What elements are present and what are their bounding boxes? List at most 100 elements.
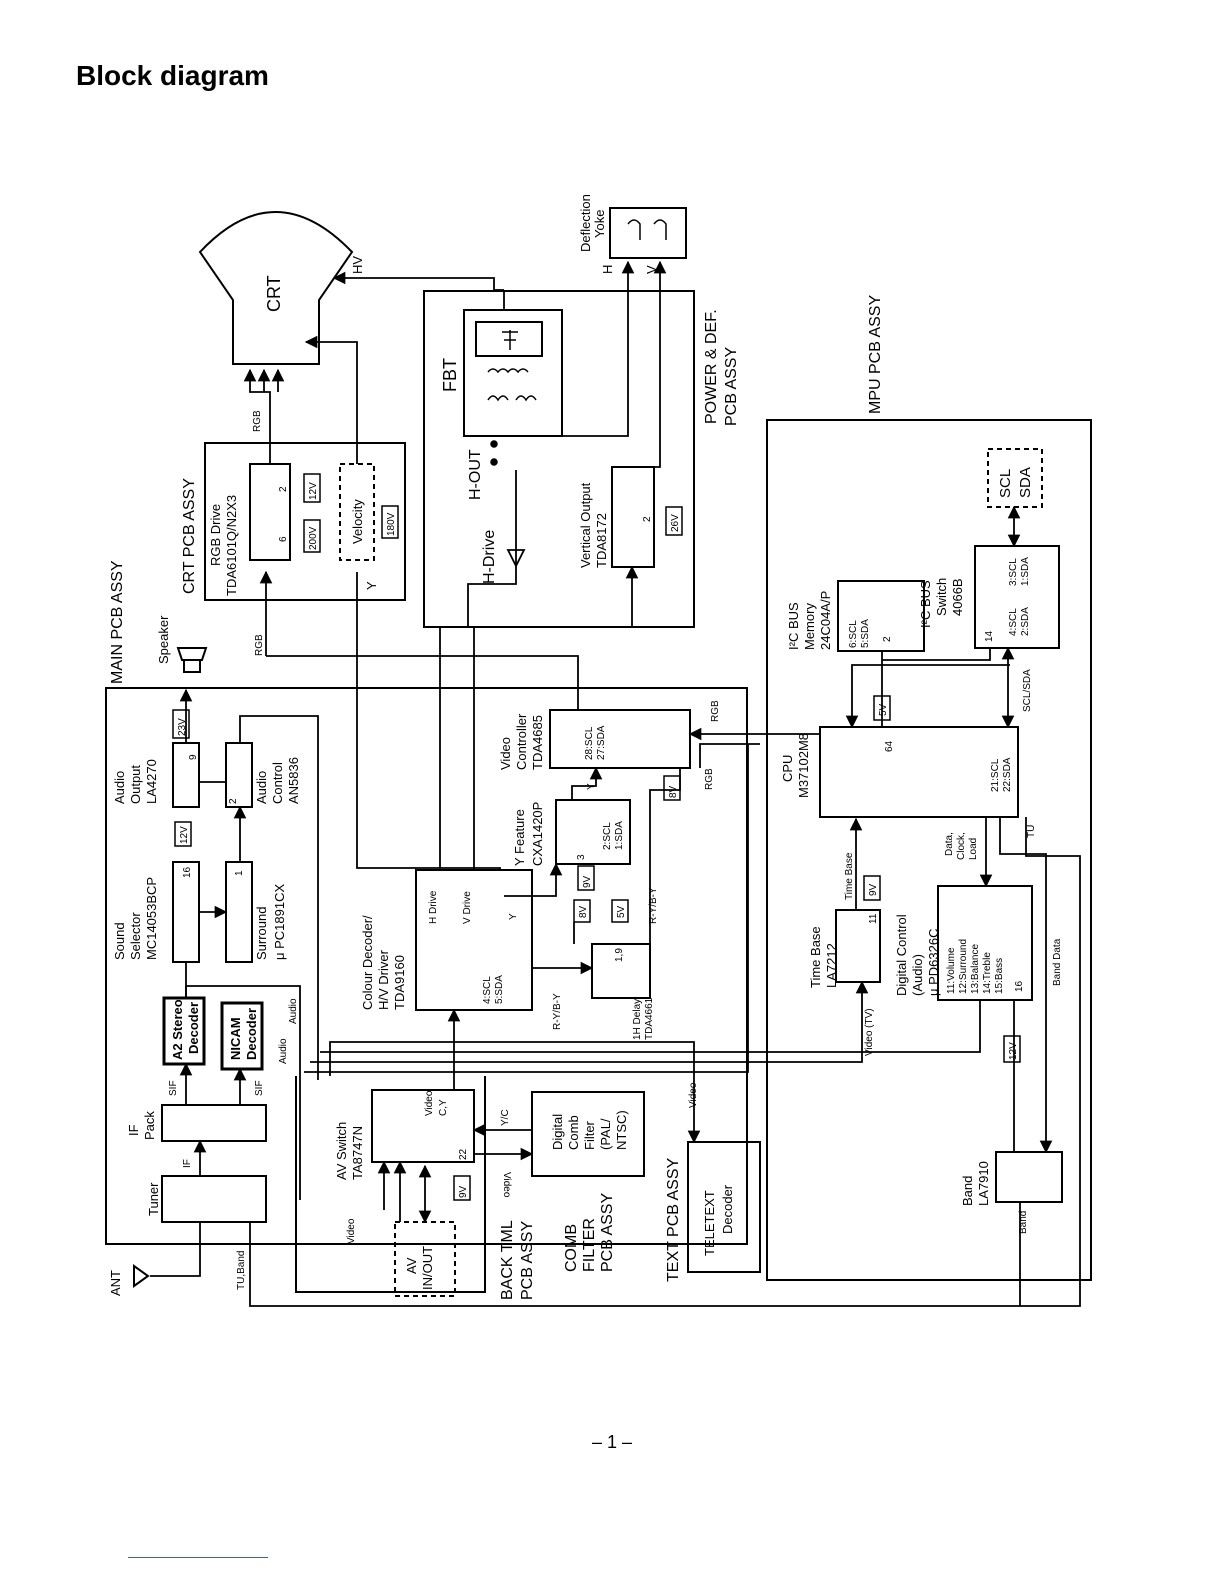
sound-selector-label-2: Selector bbox=[128, 912, 143, 960]
video-back-label: Video bbox=[346, 1218, 357, 1244]
colour-label-3: TDA9160 bbox=[392, 955, 407, 1010]
v12-crt-box bbox=[303, 473, 321, 503]
page-title: Block diagram bbox=[76, 60, 269, 91]
dig-pin-5: 15:Bass bbox=[994, 958, 1005, 994]
data-clock-label-1: Data, bbox=[944, 832, 955, 856]
v8a-box bbox=[573, 899, 591, 923]
hv-label: HV bbox=[350, 256, 365, 274]
y-label: Y bbox=[364, 581, 379, 590]
label-back-pcb-1: BACK TML bbox=[499, 1220, 516, 1300]
label-comb-pcb-2: FILTER bbox=[581, 1218, 598, 1272]
video-tt-label: Video bbox=[688, 1082, 699, 1108]
v26-box bbox=[665, 506, 683, 536]
video-ctrl-label-1: Video bbox=[498, 737, 513, 770]
rgb-pin-b: 6 bbox=[278, 536, 289, 542]
cpu-pin-1: 21:SCL bbox=[990, 758, 1001, 792]
fbt-diode-box bbox=[475, 321, 543, 357]
comb-label-1: Digital bbox=[550, 1114, 565, 1150]
mem-pin-2: 5:SDA bbox=[860, 619, 871, 648]
label-power-pcb-2: PCB ASSY bbox=[723, 347, 740, 426]
ant-label: ANT bbox=[108, 1270, 123, 1296]
digital-label-1: Digital Control bbox=[894, 914, 909, 996]
dig-pin-4: 14:Treble bbox=[982, 952, 993, 994]
if-pack-label-1: IF bbox=[126, 1124, 141, 1136]
vertical-label-2: TDA8172 bbox=[594, 513, 609, 568]
data-clock-label-2: Clock, bbox=[956, 832, 967, 860]
comb-label-5: NTSC) bbox=[614, 1110, 629, 1150]
video-ctrl-label-3: TDA4685 bbox=[530, 715, 545, 770]
if-label: IF bbox=[182, 1159, 193, 1168]
v5a-box bbox=[611, 899, 629, 923]
band-label-2: LA7910 bbox=[976, 1161, 991, 1206]
memory-label-1: I²C BUS bbox=[786, 602, 801, 650]
deflection-label-1: Deflection bbox=[578, 194, 593, 252]
rgb-pin-a: 2 bbox=[278, 486, 289, 492]
v200-box bbox=[303, 519, 321, 553]
if-pack-block bbox=[161, 1104, 267, 1142]
h-drive-sig: H Drive bbox=[428, 890, 439, 924]
surround-label-1: Surround bbox=[254, 907, 269, 960]
digital-label-3: μ PD6326C bbox=[926, 929, 941, 996]
av-inout-label-1: AV bbox=[404, 1257, 419, 1274]
page-number: – 1 – bbox=[591, 1432, 633, 1452]
teletext-label-1: TELETEXT bbox=[702, 1190, 717, 1256]
video-comb-label: Video bbox=[501, 1172, 512, 1198]
v9-yf-box bbox=[577, 865, 595, 891]
fbt-box bbox=[463, 309, 563, 437]
sif-label-1: SIF bbox=[168, 1080, 179, 1096]
a2-label-1: A2 Stereo bbox=[170, 999, 185, 1060]
surround-label-2: μ PC1891CX bbox=[272, 884, 287, 960]
v-drive-sig: V Drive bbox=[462, 891, 473, 924]
deflection-yoke-box bbox=[609, 207, 687, 259]
video-controller-block bbox=[549, 709, 691, 769]
scl-ext-label: SCL bbox=[997, 469, 1014, 498]
ss-pin: 16 bbox=[182, 866, 193, 878]
label-crt-pcb: CRT PCB ASSY bbox=[181, 478, 198, 594]
v9-av-box bbox=[453, 1175, 471, 1201]
memory-label-2: Memory bbox=[802, 603, 817, 650]
vc-rgb-label: RGB bbox=[710, 700, 721, 722]
v12-dig-label: 12V bbox=[1008, 1042, 1019, 1060]
v200-label: 200V bbox=[308, 526, 319, 550]
audio-output-label-2: Output bbox=[128, 765, 143, 804]
v9-av-label: 9V bbox=[458, 1185, 469, 1198]
cpu-pin-2: 22:SDA bbox=[1002, 757, 1013, 792]
v8-vc-label: 8V bbox=[668, 785, 679, 798]
ryby-label-1: R-Y/B-Y bbox=[552, 993, 563, 1030]
rgb-out-label: RGB bbox=[252, 410, 263, 432]
av-inout-label-2: IN/OUT bbox=[420, 1246, 435, 1290]
yoke-h-label: H bbox=[600, 265, 615, 274]
label-comb-pcb-1: COMB bbox=[563, 1224, 580, 1272]
velocity-label: Velocity bbox=[350, 499, 365, 544]
crt-tube bbox=[198, 211, 354, 365]
teletext-label-2: Decoder bbox=[720, 1184, 735, 1234]
mem-pin-1: 6:SCL bbox=[848, 620, 859, 648]
label-comb-pcb-3: PCB ASSY bbox=[599, 1193, 616, 1272]
audio-output-label-1: Audio bbox=[112, 771, 127, 804]
switch-label-3: 4066B bbox=[950, 578, 965, 616]
switch-label-1: I²C BUS bbox=[918, 580, 933, 628]
ao-pin: 9 bbox=[188, 754, 199, 760]
colour-label-1: Colour Decoder/ bbox=[360, 915, 375, 1010]
v5a-label: 5V bbox=[616, 905, 627, 918]
label-mpu-pcb: MPU PCB ASSY bbox=[867, 295, 884, 414]
speaker-icon bbox=[176, 647, 208, 673]
label-main-pcb: MAIN PCB ASSY bbox=[109, 560, 126, 684]
rgb-drive-label-1: RGB Drive bbox=[208, 504, 223, 566]
sur-pin: 1 bbox=[234, 870, 245, 876]
yoke-v-label: V bbox=[644, 265, 659, 274]
hdelay-pin: 1,9 bbox=[614, 948, 625, 962]
ryby-label-2: R-Y/B-Y bbox=[648, 887, 659, 924]
sif-label-2: SIF bbox=[254, 1080, 265, 1096]
y-feature-block bbox=[555, 799, 631, 865]
yf-pin-2: 1:SDA bbox=[614, 821, 625, 850]
audio-control-label-3: AN5836 bbox=[286, 757, 301, 804]
label-text-pcb: TEXT PCB ASSY bbox=[665, 1157, 682, 1282]
video-tv-label: Video (TV) bbox=[864, 1008, 875, 1056]
digital-label-2: (Audio) bbox=[910, 954, 925, 996]
dig-pin16: 16 bbox=[1014, 980, 1025, 992]
v12-dig-box bbox=[1003, 1035, 1021, 1063]
dig-pin-2: 12:Surround bbox=[958, 939, 969, 994]
audio-control-label-2: Control bbox=[270, 762, 285, 804]
v9-yf-label: 9V bbox=[582, 875, 593, 888]
